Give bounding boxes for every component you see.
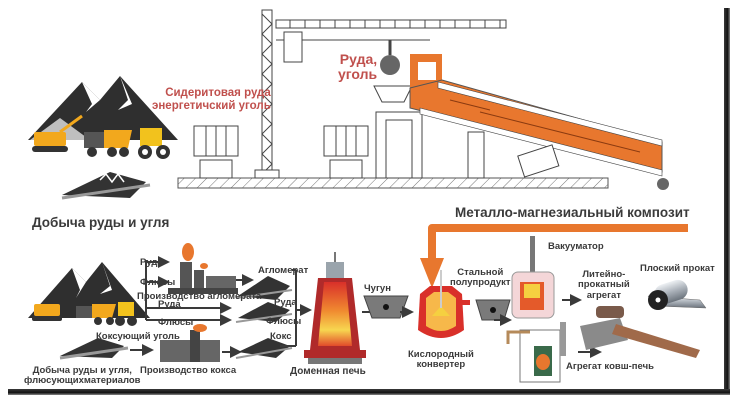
separator-conveyor (409, 54, 669, 190)
label-coke-production: Производство кокса (140, 365, 237, 376)
conveyor-icon-top (61, 172, 151, 200)
rail-car-2 (323, 125, 369, 179)
label-sinter: Агломерат (258, 265, 309, 276)
label-oxygen-converter-line1: Кислородный (408, 349, 474, 360)
furnace-input-bracket (280, 269, 312, 347)
label-pig-iron: Чугун (364, 283, 391, 294)
label-oxygen-converter-line2: конвертер (416, 359, 466, 371)
label-mining-bottom: Добыча руды и угля, флюсующихматериалов (24, 365, 141, 387)
vacuum-degasser-icon (511, 236, 555, 319)
label-input-flux-2: Флюсы (158, 317, 194, 328)
label-composite: Металло-магнезиальный композит (455, 205, 690, 220)
label-caster-line2: прокатный (578, 279, 630, 291)
label-casting-rolling-unit: Литейно- прокатный агрегат (578, 269, 630, 301)
label-steel-semi-line1: Стальной (457, 267, 504, 278)
conveyor-icon-ore (235, 302, 293, 323)
pig-iron-ladle-icon (363, 295, 409, 319)
mountain-mining-icon-bottom (28, 262, 150, 326)
steel-ladle-icon (475, 299, 511, 321)
label-siderite-line2: энергетичский уголь (152, 99, 271, 112)
label-ore-to-furnace: Руда (274, 297, 297, 308)
label-flat-product: Плоский прокат (640, 263, 715, 274)
label-coking-coal: Коксующий уголь (96, 331, 180, 342)
secondary-flow-arrows (562, 294, 602, 358)
mountain-mining-icon-top (28, 76, 178, 159)
label-mining-top: Добыча руды и угля (32, 215, 170, 230)
oxygen-converter-icon (418, 270, 470, 338)
ground-base (177, 177, 609, 189)
label-coke-to-furnace: Кокс (270, 331, 292, 342)
label-mining-bottom-line2: флюсующихматериалов (24, 375, 141, 387)
hopper-building (373, 85, 423, 179)
label-steel-semi-product: Стальной полупродукт (450, 267, 511, 289)
conveyor-icon-mining (59, 338, 129, 360)
coke-plant-icon (160, 324, 220, 362)
label-input-flux-1: Флюсы (140, 277, 176, 288)
conveyor-icon-sinter (235, 276, 293, 300)
label-siderite-ore: Сидеритовая руда энергетичский уголь (152, 87, 271, 112)
rail-car-1 (193, 125, 239, 179)
label-input-ore-1: Руда (140, 257, 163, 268)
flow-lines-inputs (130, 256, 232, 356)
sinter-plant-icon (168, 243, 238, 294)
ladle-furnace-icon (506, 322, 566, 383)
label-mining-bottom-line1: Добыча руды и угля, (32, 365, 132, 376)
casting-rolling-unit-icon (580, 306, 700, 358)
frame-shadow-bottom (8, 389, 730, 395)
crane-tower (254, 9, 507, 179)
label-ore-coal: Руда, уголь (338, 51, 378, 83)
label-flux-to-furnace: Флюсы (266, 316, 302, 327)
label-steel-semi-line2: полупродукт (450, 277, 511, 289)
frame-shadow-right (724, 8, 730, 394)
label-blast-furnace: Доменная печь (290, 366, 366, 377)
flat-rolled-coil-icon (647, 279, 707, 310)
sinter-flow-arrows (222, 274, 254, 358)
label-ore-coal-line1: Руда, (339, 51, 378, 67)
label-ladle-furnace: Агрегат ковш-печь (566, 361, 654, 372)
label-sinter-production: Производство агломерата (137, 291, 262, 302)
label-oxygen-converter: Кислородный конвертер (408, 349, 474, 371)
label-caster-line3: агрегат (586, 289, 621, 301)
label-caster-line1: Литейно- (582, 269, 626, 280)
blast-furnace-icon (304, 252, 366, 364)
composite-arrow (420, 224, 688, 288)
conveyor-icon-coke (235, 338, 293, 359)
label-vacuum-degasser: Вакууматор (548, 241, 604, 252)
label-input-ore-2: Руда (158, 299, 181, 310)
label-ore-coal-line2: уголь (338, 66, 378, 83)
label-siderite-line1: Сидеритовая руда (165, 87, 271, 99)
